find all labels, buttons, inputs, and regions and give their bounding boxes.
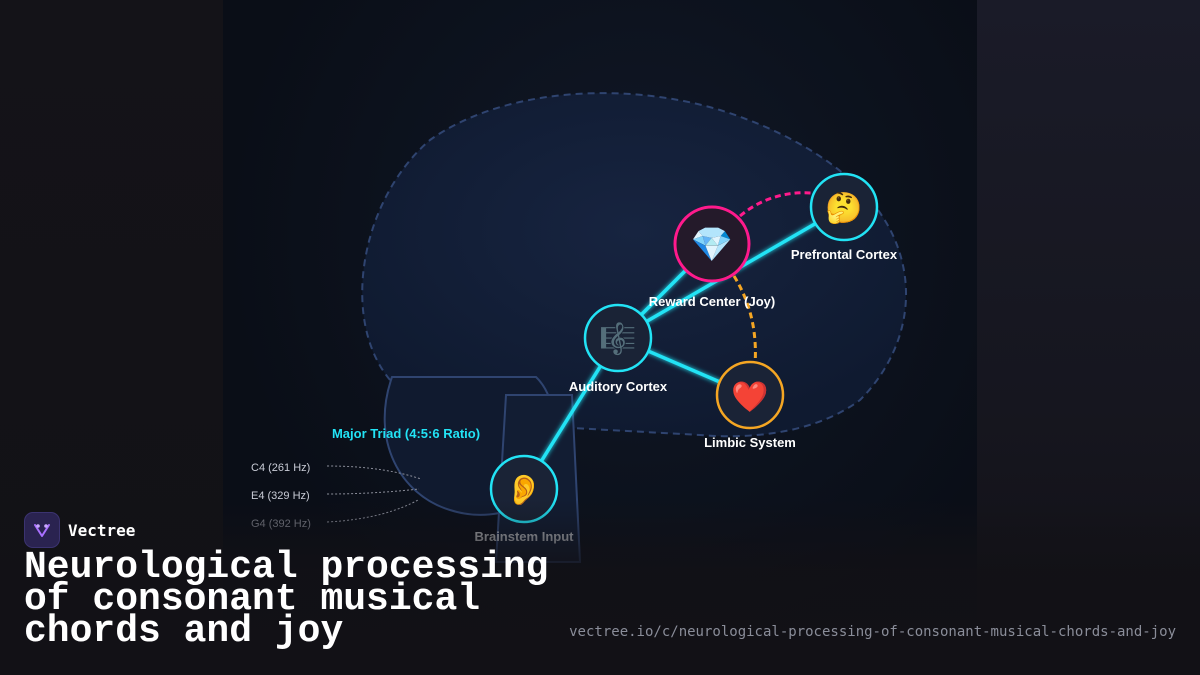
node-label-reward: Reward Center (Joy): [649, 294, 775, 309]
gem-icon: 💎: [691, 226, 733, 264]
node-auditory-cortex: 🎼 Auditory Cortex: [569, 303, 668, 394]
page-url: vectree.io/c/neurological-processing-of-…: [569, 624, 1176, 640]
node-label-auditory: Auditory Cortex: [569, 379, 668, 394]
triad-title: Major Triad (4:5:6 Ratio): [332, 426, 480, 441]
node-auditory-ring: [583, 303, 653, 373]
triad-curve-g4: [326, 499, 419, 523]
triad-curve-e4: [326, 488, 420, 495]
thinking-face-icon: 🤔: [825, 191, 862, 225]
brain-outline: [361, 92, 907, 438]
node-reward-center: 💎 Reward Center (Joy): [649, 205, 775, 309]
triad-curve-c4: [326, 465, 422, 480]
node-label-limbic: Limbic System: [704, 435, 796, 450]
node-limbic-system: ❤️ Limbic System: [704, 360, 796, 450]
node-label-brainstem: Brainstem Input: [475, 529, 575, 544]
vectree-logo-icon: [24, 512, 60, 548]
node-limbic-ring: [715, 360, 785, 430]
brand: Vectree: [24, 512, 135, 548]
node-reward-ring: [673, 205, 751, 283]
node-prefrontal-ring: [809, 172, 879, 242]
node-prefrontal-cortex: 🤔 Prefrontal Cortex: [791, 172, 898, 262]
note-label-e4: E4 (329 Hz): [251, 490, 310, 502]
edge-reward-limbic: [732, 275, 757, 366]
note-label-c4: C4 (261 Hz): [251, 462, 310, 474]
edge-reward-prefrontal: [739, 191, 821, 218]
heart-icon: ❤️: [731, 380, 769, 414]
brand-name: Vectree: [68, 520, 136, 540]
note-label-g4: G4 (392 Hz): [251, 518, 311, 530]
node-label-prefrontal: Prefrontal Cortex: [791, 247, 898, 262]
ear-icon: 👂: [505, 472, 542, 507]
musical-score-icon: 🎼: [599, 321, 636, 356]
page-title: Neurological processing of consonant mus…: [24, 546, 549, 653]
